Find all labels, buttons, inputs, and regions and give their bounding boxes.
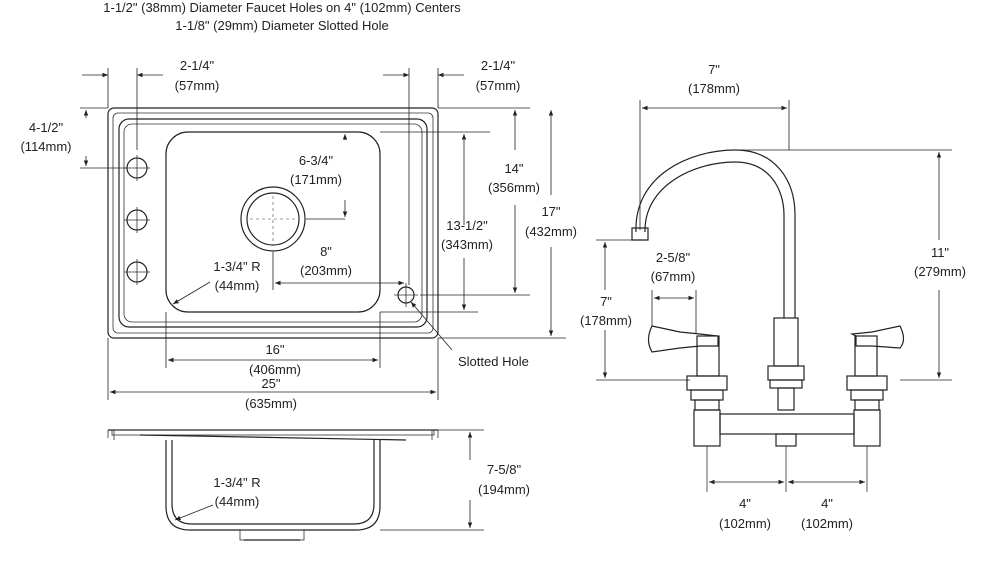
drain-icon <box>240 186 306 252</box>
right-valve-body <box>853 409 881 447</box>
dim-right-margin-mm: (57mm) <box>476 78 521 93</box>
slotted-hole-icon <box>394 283 418 307</box>
dim-right-center-mm: (102mm) <box>801 516 853 531</box>
riser-body <box>773 317 799 367</box>
dim-top-to-hole-mm: (114mm) <box>20 139 71 154</box>
dim-top-to-hole-in: 4-1/2" <box>29 120 64 135</box>
dim-overall-width-mm: (635mm) <box>245 396 297 411</box>
dim-left-margin-in: 2-1/4" <box>180 58 215 73</box>
spout-outer <box>635 149 796 318</box>
header-line-1: 1-1/2" (38mm) Diameter Faucet Holes on 4… <box>103 0 461 15</box>
faucet-view: 7" (178mm) 11" (279mm) 7" (178mm) 2-5/8"… <box>580 62 966 531</box>
dim-drain-from-back-mm: (171mm) <box>290 172 342 187</box>
faucet-hole-icon <box>124 259 150 285</box>
dim-drain-from-back-in: 6-3/4" <box>299 153 334 168</box>
dim-side-corner-radius-in: 1-3/4" R <box>213 475 260 490</box>
dim-spout-reach-mm: (178mm) <box>688 81 740 96</box>
dim-bowl-width-mm: (406mm) <box>249 362 301 377</box>
spout-inner <box>644 161 785 318</box>
dim-overall-height-mm: (279mm) <box>914 264 966 279</box>
header-line-2: 1-1/8" (29mm) Diameter Slotted Hole <box>175 18 388 33</box>
dim-left-margin-mm: (57mm) <box>175 78 220 93</box>
dim-left-center-in: 4" <box>739 496 751 511</box>
dim-right-center-in: 4" <box>821 496 833 511</box>
dim-corner-radius-in: 1-3/4" R <box>213 259 260 274</box>
dim-bowl-length-in: 14" <box>504 161 523 176</box>
sink-side-view: 1-3/4" R (44mm) 7-5/8" (194mm) <box>107 429 530 541</box>
dim-spout-height-mm: (178mm) <box>580 313 632 328</box>
dim-side-corner-radius-mm: (44mm) <box>215 494 260 509</box>
dim-drain-from-side-mm: (203mm) <box>300 263 352 278</box>
dim-overall-length-in: 17" <box>541 204 560 219</box>
dim-overall-length-mm: (432mm) <box>525 224 577 239</box>
dim-depth-mm: (194mm) <box>478 482 530 497</box>
slotted-hole-label: Slotted Hole <box>458 354 529 369</box>
faucet-hole-icon <box>124 155 150 181</box>
drain-body <box>239 529 305 541</box>
dim-drain-from-side-in: 8" <box>320 244 332 259</box>
right-handle-icon <box>846 325 905 411</box>
dim-corner-radius-mm: (44mm) <box>215 278 260 293</box>
dim-spout-reach-in: 7" <box>708 62 720 77</box>
bowl-outline <box>165 131 381 313</box>
left-handle-icon <box>647 325 728 411</box>
dim-overall-height-in: 11" <box>931 245 949 260</box>
dim-bowl-length-inner-mm: (343mm) <box>441 237 493 252</box>
dim-bowl-length-mm: (356mm) <box>488 180 540 195</box>
dim-handle-length-mm: (67mm) <box>651 269 696 284</box>
dim-depth-in: 7-5/8" <box>487 462 522 477</box>
crossbar <box>719 413 855 435</box>
left-valve-body <box>693 409 721 447</box>
faucet-hole-icon <box>124 207 150 233</box>
sink-top-view: 2-1/4" (57mm) 2-1/4" (57mm) 4-1/2" (114m… <box>20 58 577 411</box>
dim-handle-length-in: 2-5/8" <box>656 250 691 265</box>
dim-bowl-length-inner-in: 13-1/2" <box>446 218 488 233</box>
dim-right-margin-in: 2-1/4" <box>481 58 516 73</box>
dim-spout-height-in: 7" <box>600 294 612 309</box>
dim-left-center-mm: (102mm) <box>719 516 771 531</box>
dim-overall-width-in: 25" <box>261 376 280 391</box>
dim-bowl-width-in: 16" <box>265 342 284 357</box>
